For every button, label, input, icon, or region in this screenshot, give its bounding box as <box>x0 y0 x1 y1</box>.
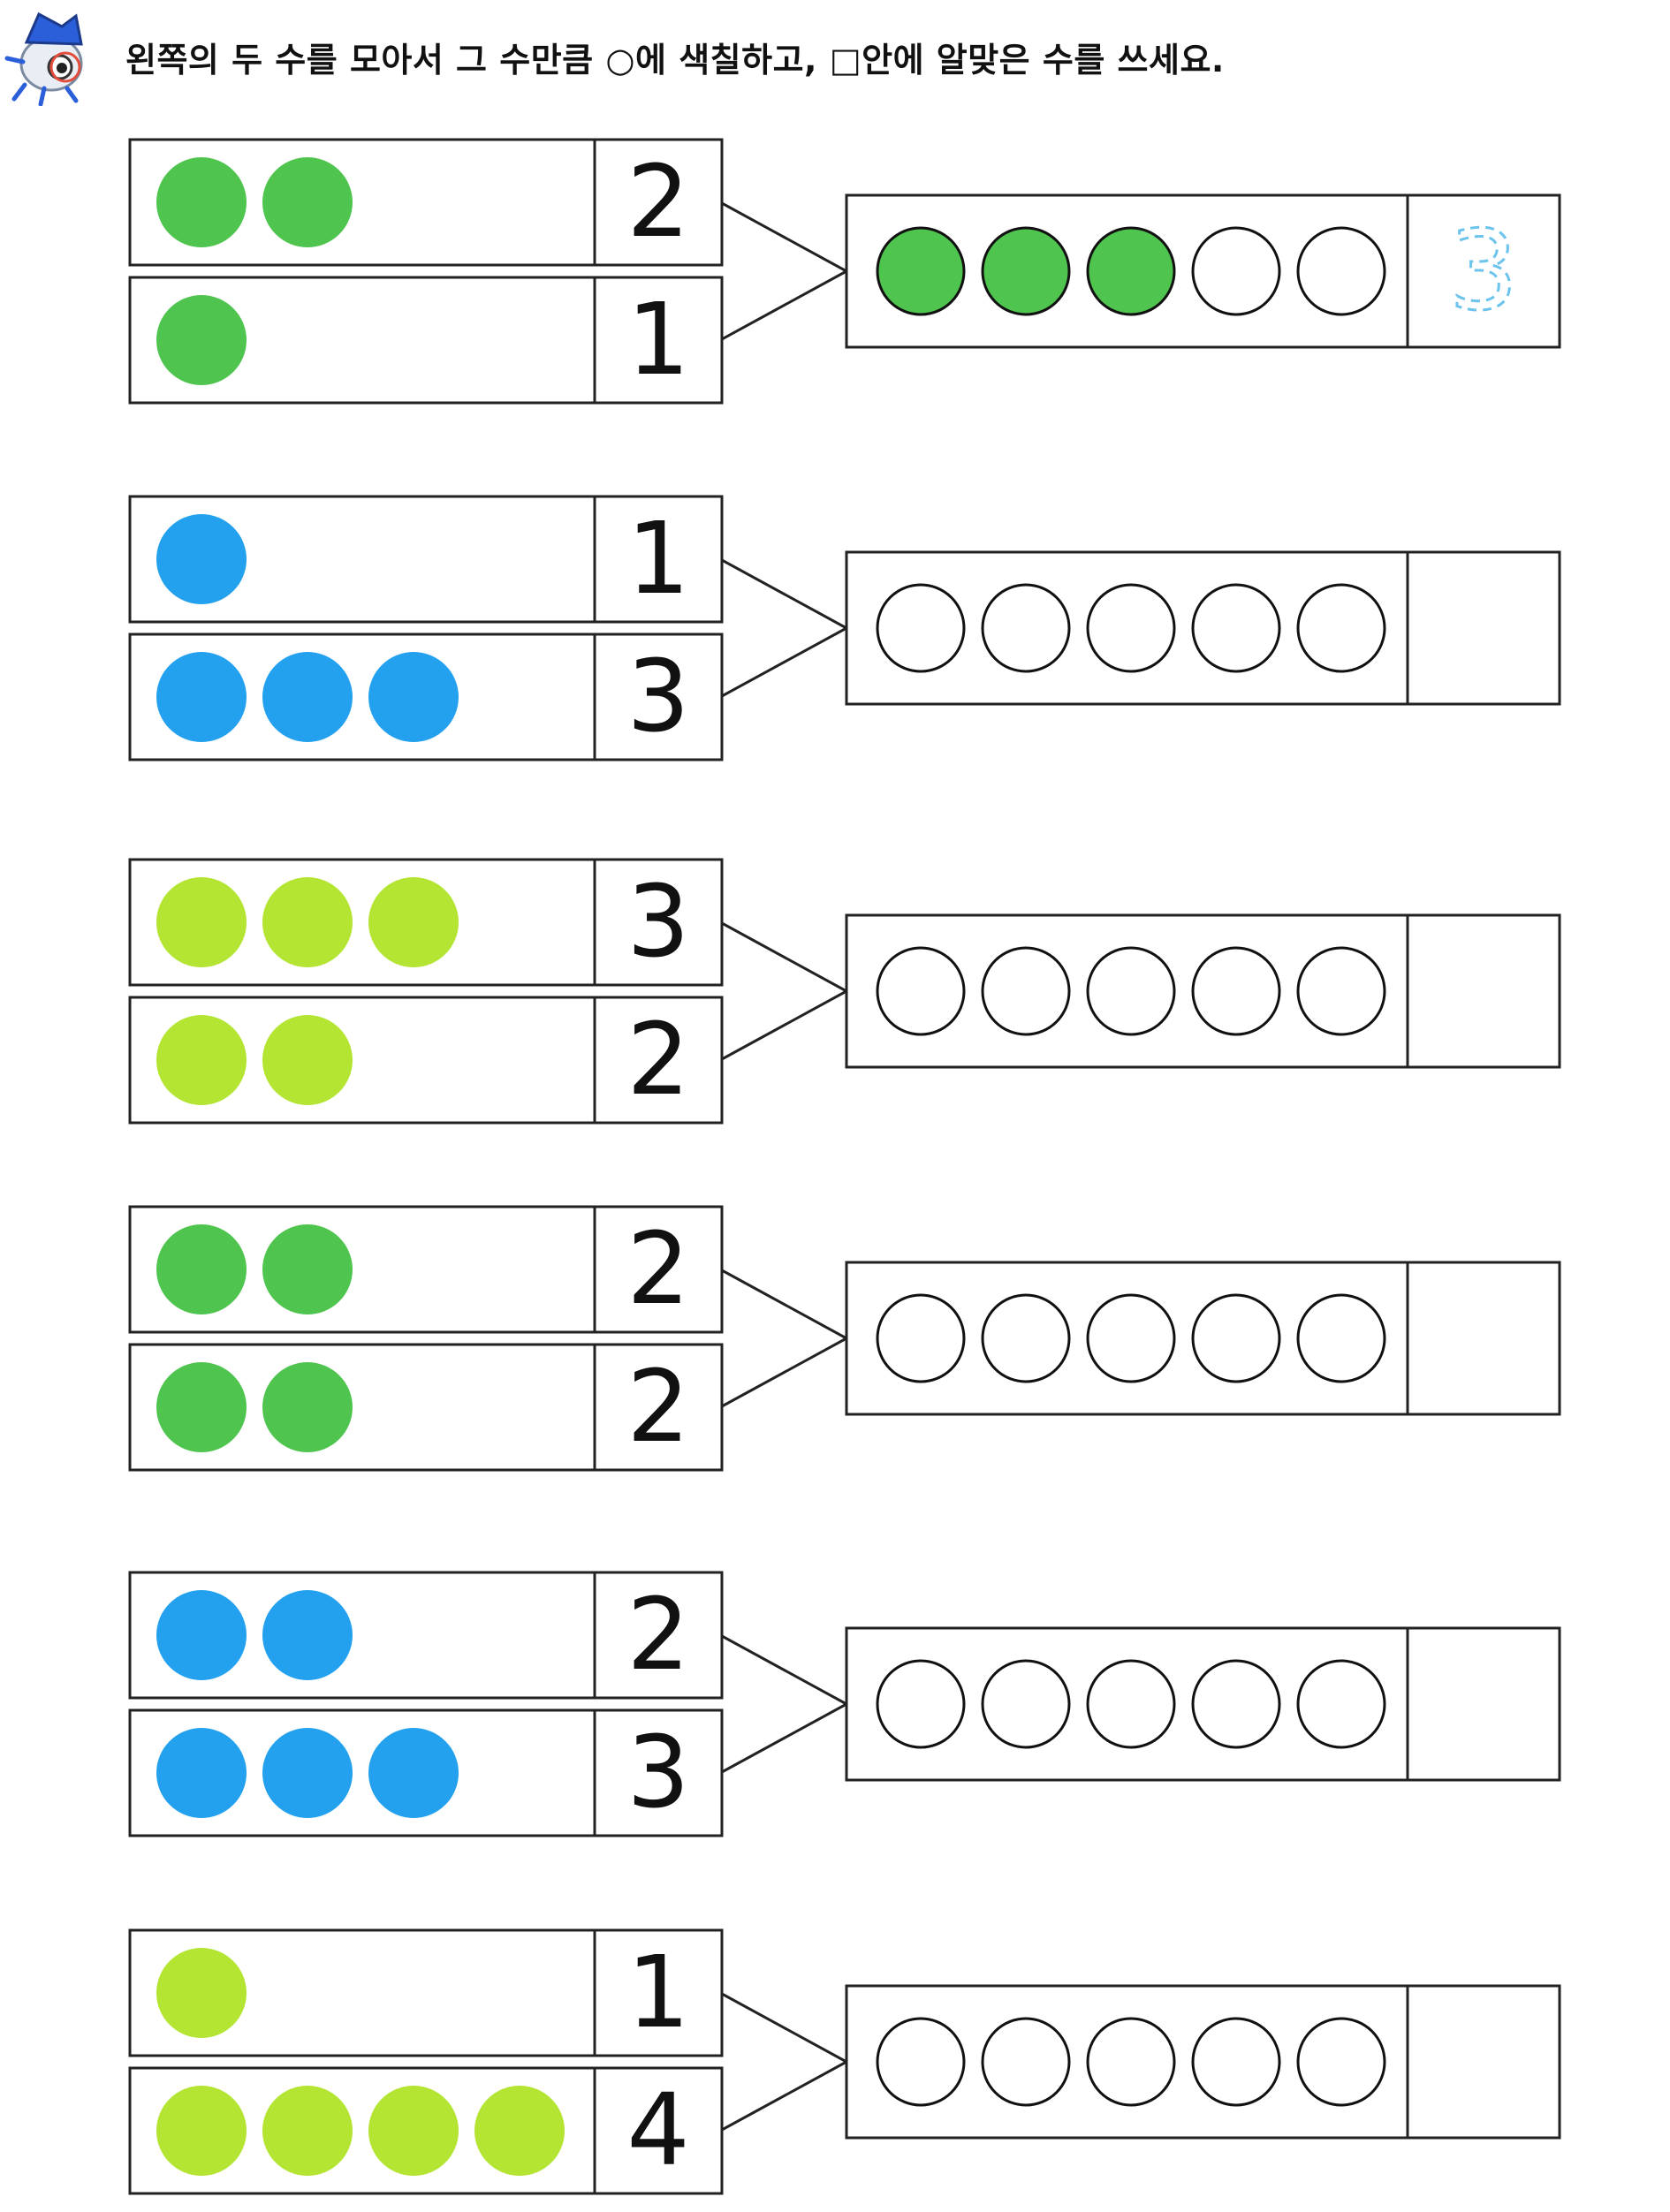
connector-line <box>721 269 847 341</box>
connector-line <box>721 921 847 993</box>
problem-3: 32 <box>128 858 1561 1125</box>
empty-answer-circle <box>876 946 966 1036</box>
empty-answer-circle <box>1191 1659 1281 1749</box>
counter-dot <box>474 2086 565 2176</box>
count-number: 4 <box>626 2073 689 2188</box>
empty-answer-circle <box>981 1659 1071 1749</box>
empty-answer-circle <box>1086 946 1176 1036</box>
counter-dot <box>262 1590 353 1680</box>
connector-line <box>721 1337 847 1408</box>
empty-answer-circle <box>1191 1293 1281 1383</box>
empty-answer-circle <box>1296 1659 1386 1749</box>
cartoon-mascot-icon <box>4 11 83 106</box>
count-number: 2 <box>626 1003 689 1117</box>
counter-dot <box>156 1015 247 1105</box>
empty-answer-circle <box>981 2017 1071 2107</box>
empty-answer-circle <box>1086 1293 1176 1383</box>
counter-dot <box>156 1362 247 1452</box>
connector-line <box>721 989 847 1061</box>
connector-line <box>721 1269 847 1340</box>
empty-answer-circle <box>1086 1659 1176 1749</box>
empty-answer-circle <box>1296 2017 1386 2107</box>
counter-dot <box>368 877 459 967</box>
empty-answer-circle <box>1296 226 1386 316</box>
counter-dot <box>262 652 353 742</box>
count-number: 3 <box>626 640 689 754</box>
empty-answer-circle <box>876 1659 966 1749</box>
counter-dot <box>262 157 353 247</box>
empty-answer-circle <box>981 1293 1071 1383</box>
counter-dot <box>368 1728 459 1818</box>
counter-dot <box>156 514 247 604</box>
problem-2: 13 <box>128 495 1561 761</box>
counter-dot <box>156 157 247 247</box>
empty-answer-circle <box>1086 2017 1176 2107</box>
counter-dot <box>262 877 353 967</box>
empty-answer-circle <box>981 583 1071 673</box>
counter-dot <box>262 1362 353 1452</box>
connector-line <box>721 201 847 273</box>
empty-answer-circle <box>1086 583 1176 673</box>
empty-answer-circle <box>1191 226 1281 316</box>
count-number: 3 <box>626 1716 689 1830</box>
connector-line <box>721 1702 847 1774</box>
answer-number: 3 <box>1449 208 1519 335</box>
counter-dot <box>262 1015 353 1105</box>
counter-dot <box>156 652 247 742</box>
empty-answer-circle <box>1296 1293 1386 1383</box>
empty-answer-circle <box>1191 583 1281 673</box>
counter-dot <box>156 877 247 967</box>
count-number: 2 <box>626 1350 689 1465</box>
count-number: 2 <box>626 1212 689 1327</box>
empty-answer-circle <box>1296 946 1386 1036</box>
filled-answer-circle <box>1086 226 1176 316</box>
empty-answer-circle <box>876 2017 966 2107</box>
counter-dot <box>156 295 247 385</box>
problem-4: 22 <box>128 1205 1561 1472</box>
counter-dot <box>262 1728 353 1818</box>
counter-dot <box>262 1224 353 1314</box>
problem-1: 2 1 3 <box>128 138 1561 405</box>
connector-line <box>721 1634 847 1706</box>
filled-answer-circle <box>876 226 966 316</box>
count-number: 2 <box>626 145 689 260</box>
instruction-text: 왼쪽의 두 수를 모아서 그 수만큼 ○에 색칠하고, □안에 알맞은 수를 쓰… <box>125 41 1225 80</box>
count-number: 3 <box>626 865 689 980</box>
count-number: 2 <box>626 1578 689 1693</box>
empty-answer-circle <box>1191 946 1281 1036</box>
empty-answer-circle <box>981 946 1071 1036</box>
problem-6: 14 <box>128 1928 1561 2195</box>
count-number: 1 <box>626 1936 689 2050</box>
counter-dot <box>262 2086 353 2176</box>
connector-line <box>721 2060 847 2132</box>
empty-answer-circle <box>1296 583 1386 673</box>
connector-line <box>721 558 847 630</box>
counter-dot <box>368 2086 459 2176</box>
counter-dot <box>156 2086 247 2176</box>
count-number: 1 <box>626 283 689 398</box>
counter-dot <box>156 1948 247 2038</box>
connector-line <box>721 1992 847 2064</box>
connector-line <box>721 626 847 698</box>
count-number: 1 <box>626 502 689 617</box>
empty-answer-circle <box>876 1293 966 1383</box>
empty-answer-circle <box>1191 2017 1281 2107</box>
problem-5: 23 <box>128 1571 1561 1837</box>
counter-dot <box>156 1728 247 1818</box>
filled-answer-circle <box>981 226 1071 316</box>
counter-dot <box>156 1590 247 1680</box>
counter-dot <box>368 652 459 742</box>
empty-answer-circle <box>876 583 966 673</box>
counter-dot <box>156 1224 247 1314</box>
